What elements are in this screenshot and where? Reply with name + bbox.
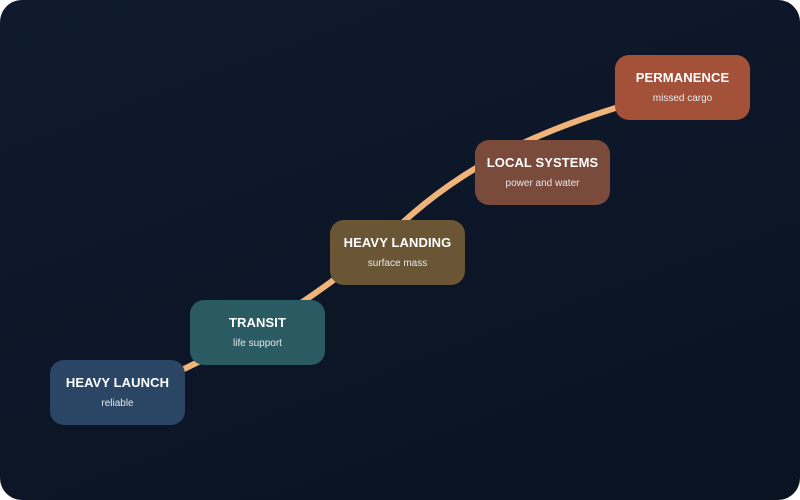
stage-heavy-landing: HEAVY LANDING surface mass xyxy=(330,220,465,285)
stage-transit: TRANSIT life support xyxy=(190,300,325,365)
stage-title: TRANSIT xyxy=(228,315,287,330)
stage-heavy-launch: HEAVY LAUNCH reliable xyxy=(50,360,185,425)
stage-subtitle: power and water xyxy=(505,178,580,189)
stage-title: PERMANENCE xyxy=(635,70,730,85)
stage-permanence: PERMANENCE missed cargo xyxy=(615,55,750,120)
stage-subtitle: life support xyxy=(233,338,282,349)
stage-title: HEAVY LANDING xyxy=(343,235,452,250)
stage-subtitle: missed cargo xyxy=(652,93,713,104)
stage-title: HEAVY LAUNCH xyxy=(65,375,170,390)
stage-title: LOCAL SYSTEMS xyxy=(486,155,599,170)
stage-subtitle: reliable xyxy=(101,398,134,409)
stage-subtitle: surface mass xyxy=(367,258,428,269)
stage-local-systems: LOCAL SYSTEMS power and water xyxy=(475,140,610,205)
